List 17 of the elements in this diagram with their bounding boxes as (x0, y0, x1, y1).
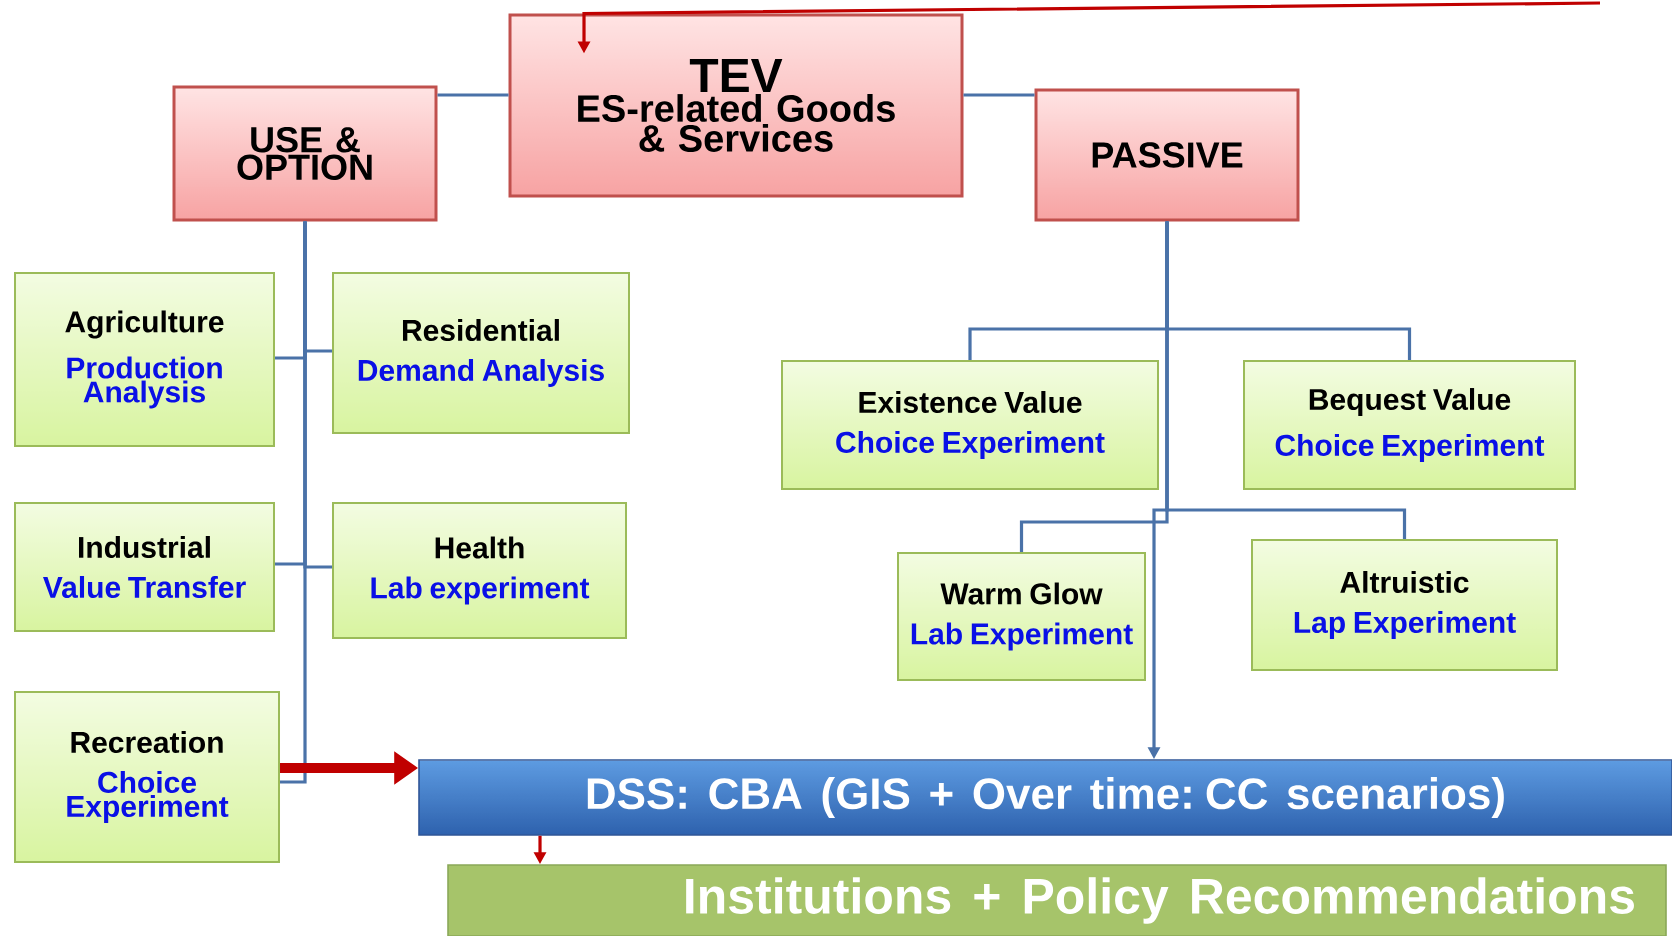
value-type-box: Industrial Value Transfer (14, 502, 275, 632)
value-type-box: Health Lab experiment (332, 502, 627, 639)
connector-line (280, 221, 307, 784)
value-type-box: Recreation Choice Experiment (14, 691, 280, 863)
value-type-box: Warm Glow Lab Experiment (897, 552, 1146, 681)
connector-line (963, 93, 1035, 97)
value-type-box: Residential Demand Analysis (332, 272, 630, 434)
value-type-box: Agriculture Production Analysis (14, 272, 275, 447)
connector-line (437, 93, 509, 97)
category-box: PASSIVE (1034, 88, 1300, 222)
recommendations-bar: Institutions + Policy Recommendations (447, 864, 1667, 936)
value-type-box: Bequest Value Choice Experiment (1243, 360, 1576, 490)
value-type-box: Existence Value Choice Experiment (781, 360, 1159, 490)
value-box: TEV ES-related Goods & Services (508, 13, 964, 198)
value-type-box: Altruistic Lap Experiment (1251, 539, 1558, 671)
category-box: USE & OPTION (172, 85, 438, 222)
decision-support-bar: DSS: CBA (GIS + Over time: CC scenarios) (418, 759, 1672, 836)
